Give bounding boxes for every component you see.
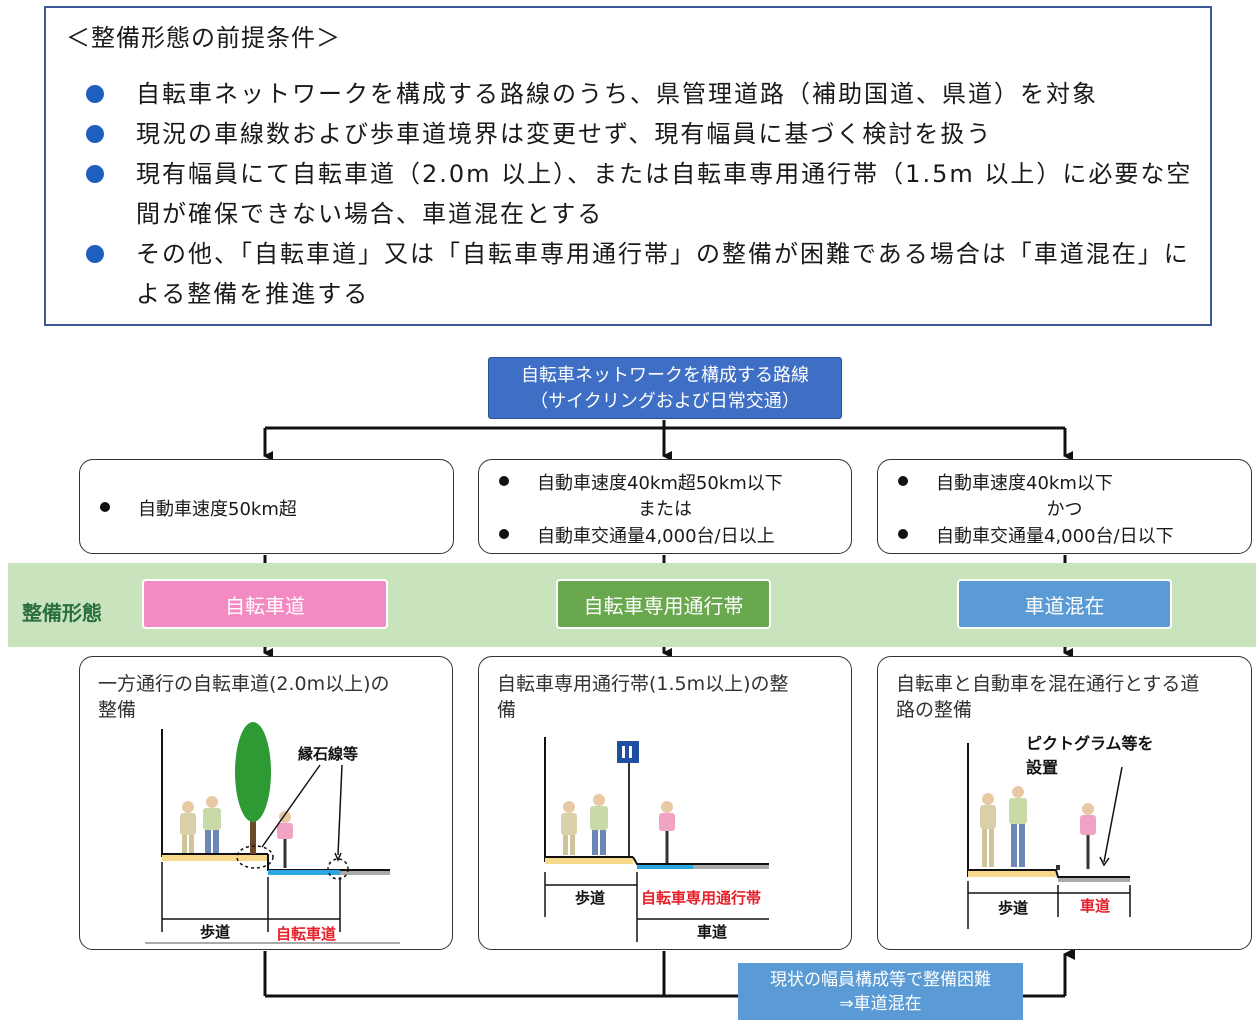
bullet-text: 現有幅員にて自転車道（2.0m 以上）、または自転車専用通行帯（1.5m 以上）…	[136, 160, 1193, 228]
cyclist-icon	[1080, 803, 1096, 869]
illustration-shared-road: ピクトグラム等を 設置 歩道 車道	[967, 734, 1154, 929]
sidewalk-label: 歩道	[998, 899, 1028, 917]
fallback-note-line: ⇒車道混在	[839, 994, 922, 1014]
bullet-icon	[499, 476, 509, 486]
bullet-icon	[499, 529, 509, 539]
bullet-text: 自転車ネットワークを構成する路線のうち、県管理道路（補助国道、県道）を対象	[136, 80, 1098, 108]
condition-box-mid-speed: 自動車速度40km超50km以下 または 自動車交通量4,000台/日以上	[478, 459, 852, 554]
band-label: 整備形態	[22, 601, 102, 625]
condition-box-low-speed: 自動車速度40km以下 かつ 自動車交通量4,000台/日以下	[877, 459, 1252, 554]
road-sign-icon	[617, 741, 639, 763]
bullet-icon	[86, 85, 104, 103]
illustration-bicycle-lane: 歩道 自転車専用通行帯 車道	[544, 737, 769, 942]
route-network-box: 自転車ネットワークを構成する路線 （サイクリングおよび日常交通）	[488, 357, 842, 419]
bullet-icon	[86, 125, 104, 143]
annotation-label: 縁石線等	[298, 745, 358, 763]
pedestrian-icon	[561, 801, 577, 855]
cyclist-icon	[659, 801, 675, 863]
premise-title: ＜整備形態の前提条件＞	[66, 24, 341, 52]
bullet-icon	[898, 529, 908, 539]
annotation-label: ピクトグラム等を	[1026, 734, 1154, 753]
type-bicycle-lane: 自転車専用通行帯	[556, 579, 771, 629]
premise-bullet: 現有幅員にて自転車道（2.0m 以上）、または自転車専用通行帯（1.5m 以上）…	[86, 154, 1196, 234]
premise-bullet: 現況の車線数および歩車道境界は変更せず、現有幅員に基づく検討を扱う	[86, 114, 1196, 154]
bullet-icon	[86, 165, 104, 183]
sidewalk-label: 歩道	[200, 923, 230, 941]
route-network-title: 自転車ネットワークを構成する路線	[521, 365, 809, 386]
pedestrian-icon	[980, 793, 996, 867]
premise-bullet: 自転車ネットワークを構成する路線のうち、県管理道路（補助国道、県道）を対象	[86, 74, 1196, 114]
annotation-label: 設置	[1026, 758, 1058, 777]
desc-text: 自転車専用通行帯(1.5m以上)の整 備	[497, 673, 789, 721]
roadway-label: 車道	[1080, 897, 1110, 915]
condition-text: 自動車交通量4,000台/日以下	[936, 526, 1174, 547]
pedestrian-icon	[203, 796, 221, 853]
cyclist-icon	[277, 811, 293, 868]
fallback-note-line: 現状の幅員構成等で整備困難	[770, 970, 991, 990]
roadway-label: 車道	[697, 923, 727, 941]
bullet-icon	[86, 245, 104, 263]
bicycle-lane-label: 自転車専用通行帯	[641, 889, 761, 907]
bullet-icon	[898, 476, 908, 486]
condition-box-high-speed: 自動車速度50km超	[79, 459, 454, 554]
sidewalk-label: 歩道	[575, 889, 605, 907]
bicycle-track-label: 自転車道	[276, 925, 336, 943]
premise-bullet: その他、「自転車道」又は「自転車専用通行帯」の整備が困難である場合は「車道混在」…	[86, 234, 1196, 314]
route-network-subtitle: （サイクリングおよび日常交通）	[530, 391, 800, 412]
condition-joiner: または	[638, 499, 692, 520]
desc-box-bicycle-track: 一方通行の自転車道(2.0m以上)の 整備	[79, 656, 453, 950]
condition-joiner: かつ	[1046, 499, 1083, 520]
condition-text: 自動車交通量4,000台/日以上	[537, 526, 775, 547]
desc-text: 一方通行の自転車道(2.0m以上)の 整備	[98, 673, 390, 721]
illustration-bicycle-track: 縁石線等 歩道 自転車道	[145, 722, 400, 944]
fallback-note-box: 現状の幅員構成等で整備困難 ⇒車道混在	[738, 963, 1023, 1020]
desc-box-shared-road: 自転車と自動車を混在通行とする道 路の整備	[877, 656, 1252, 950]
pedestrian-icon	[590, 794, 608, 855]
bullet-text: 現況の車線数および歩車道境界は変更せず、現有幅員に基づく検討を扱う	[136, 120, 993, 148]
condition-text: 自動車速度40km超50km以下	[537, 473, 783, 494]
bullet-icon	[100, 502, 110, 512]
desc-box-bicycle-lane: 自転車専用通行帯(1.5m以上)の整 備	[478, 656, 852, 950]
desc-text: 自転車と自動車を混在通行とする道 路の整備	[896, 673, 1200, 721]
pedestrian-icon	[180, 801, 196, 853]
type-bicycle-track: 自転車道	[142, 579, 388, 629]
condition-text: 自動車速度50km超	[138, 499, 297, 520]
type-shared-road: 車道混在	[957, 579, 1172, 629]
bullet-text: その他、「自転車道」又は「自転車専用通行帯」の整備が困難である場合は「車道混在」…	[136, 240, 1190, 308]
condition-text: 自動車速度40km以下	[936, 473, 1113, 494]
premise-box: ＜整備形態の前提条件＞ 自転車ネットワークを構成する路線のうち、県管理道路（補助…	[44, 6, 1212, 326]
pedestrian-icon	[1009, 786, 1027, 867]
